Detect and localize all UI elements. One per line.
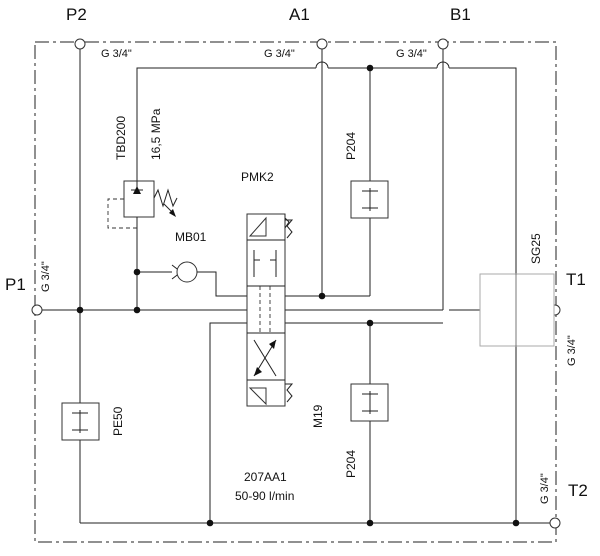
junction-dots bbox=[76, 64, 520, 527]
port-b1-circle bbox=[437, 38, 449, 50]
port-p2-circle bbox=[74, 38, 86, 50]
thread-t1-label: G 3/4" bbox=[566, 335, 578, 366]
directional-valve bbox=[246, 213, 294, 407]
check-valve-label: MB01 bbox=[175, 230, 207, 244]
relief-valve bbox=[107, 180, 178, 270]
port-p2-label: P2 bbox=[66, 5, 87, 24]
housing-frame bbox=[34, 41, 557, 543]
port-b1-label: B1 bbox=[450, 5, 471, 24]
plug-upper bbox=[350, 180, 389, 219]
port-p1-label: P1 bbox=[5, 275, 26, 294]
filter-right-label: SG25 bbox=[529, 233, 543, 264]
port-p1-circle bbox=[31, 304, 43, 316]
port-t2-label: T2 bbox=[568, 481, 588, 500]
thread-a1-label: G 3/4" bbox=[264, 48, 295, 60]
filter-left-label: PE50 bbox=[111, 406, 125, 436]
plug-lower-extra-label: M19 bbox=[311, 404, 325, 428]
filter-left bbox=[61, 402, 100, 441]
hydraulic-lines bbox=[38, 44, 554, 524]
check-valve bbox=[171, 261, 202, 283]
relief-pressure-label: 16,5 MPa bbox=[149, 108, 163, 160]
port-a1-circle bbox=[316, 38, 328, 50]
port-a1-label: A1 bbox=[289, 5, 310, 24]
plug-upper-label: P204 bbox=[344, 132, 358, 160]
plug-lower bbox=[350, 383, 389, 422]
port-t1-label: T1 bbox=[566, 270, 586, 289]
port-t2-circle bbox=[549, 517, 561, 529]
thread-p1-label: G 3/4" bbox=[40, 261, 52, 292]
filter-right bbox=[479, 273, 555, 347]
main-valve-label: PMK2 bbox=[241, 170, 274, 184]
flow-range-label: 50-90 l/min bbox=[235, 489, 294, 503]
thread-b1-label: G 3/4" bbox=[396, 48, 427, 60]
relief-code-label: TBD200 bbox=[114, 116, 128, 160]
plug-lower-label: P204 bbox=[344, 450, 358, 478]
spool-code-label: 207AA1 bbox=[244, 470, 287, 484]
thread-p2-label: G 3/4" bbox=[101, 48, 132, 60]
thread-t2-label: G 3/4" bbox=[539, 473, 551, 504]
